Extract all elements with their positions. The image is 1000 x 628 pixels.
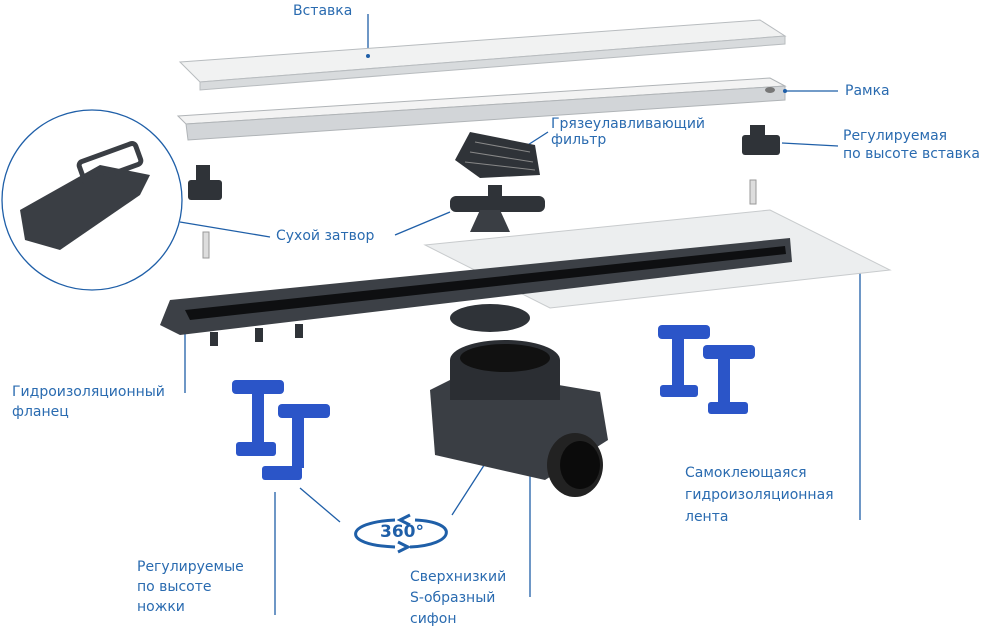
rotation-badge: 360° [380,522,424,542]
label-adjustable-insert: Регулируемая по высоте вставка [843,126,980,164]
label-dry-seal: Сухой затвор [276,228,375,244]
filter-part [455,132,540,178]
insert-bar [178,19,787,91]
label-line: S-образный [410,590,496,606]
label-line: по высоте [137,579,212,595]
label-feet: Регулируемые по высоте ножки [137,557,244,617]
label-insert: Вставка [293,3,353,19]
frame [176,77,787,141]
label-line: фильтр [551,132,607,148]
height-adjuster-parts [188,125,780,200]
label-line: ножки [137,599,185,615]
label-line: Сверхнизкий [410,569,507,585]
drain-channel [160,238,792,346]
label-line: Регулируемые [137,559,244,575]
dry-seal-part [450,185,545,232]
label-line: Гидроизоляционный [12,384,165,400]
label-line: Грязеулавливающий [551,116,706,132]
dry-seal-closeup [1,109,183,291]
rotation-arrows-icon [354,513,448,554]
label-line: Самоклеющаяся [685,465,807,481]
label-flange: Гидроизоляционный фланец [12,382,165,422]
label-line: сифон [410,611,457,627]
label-line: фланец [12,404,69,420]
label-tape: Самоклеющаяся гидроизоляционная лента [685,462,834,528]
label-line: лента [685,509,729,525]
screws [202,179,757,259]
leader-lines [179,14,861,615]
siphon-part [430,340,608,497]
label-line: Регулируемая [843,128,948,144]
label-line: гидроизоляционная [685,487,834,503]
label-line: по высоте вставка [843,146,980,162]
adjustable-feet [232,325,755,480]
label-frame: Рамка [845,83,890,99]
